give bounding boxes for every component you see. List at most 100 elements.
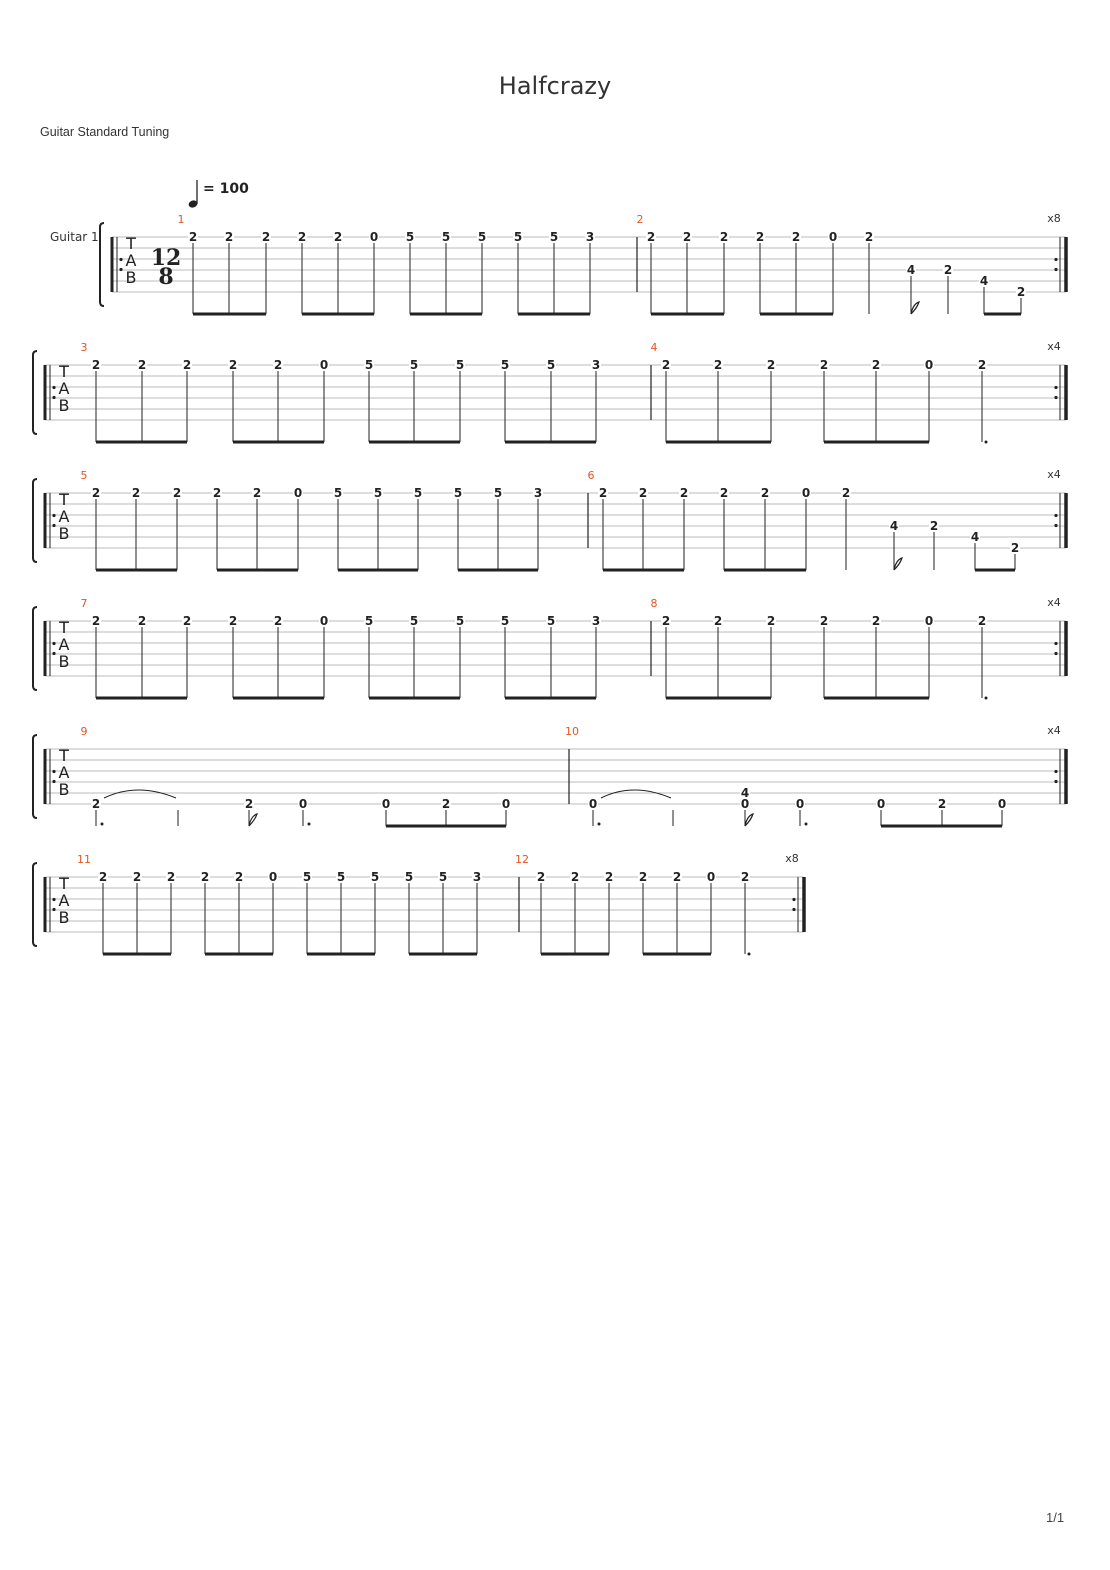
repeat-dot	[52, 907, 56, 912]
repeat-dot	[1054, 523, 1058, 528]
fret-number: 0	[829, 230, 837, 244]
fret-number: 4	[980, 274, 988, 288]
fret-number: 2	[138, 614, 146, 628]
quarter-note-icon	[188, 200, 198, 208]
tab-clef-letter: B	[59, 780, 70, 799]
fret-mask	[871, 614, 881, 626]
fret-mask	[795, 797, 805, 809]
tab-clef-letter: B	[59, 908, 70, 927]
fret-mask	[493, 486, 503, 498]
fret-mask	[943, 263, 953, 275]
tab-clef-letter: A	[59, 763, 70, 782]
system-brace	[32, 862, 38, 947]
fret-mask	[188, 230, 198, 242]
fret-mask	[588, 797, 598, 809]
fret-mask	[682, 230, 692, 242]
fret-number: 5	[405, 870, 413, 884]
repeat-dot	[1054, 257, 1058, 262]
fret-number: 0	[299, 797, 307, 811]
fret-number: 2	[253, 486, 261, 500]
measure-number: 10	[565, 725, 579, 738]
fret-mask	[1016, 285, 1026, 297]
fret-number: 2	[245, 797, 253, 811]
dot-icon	[747, 952, 751, 956]
fret-number: 2	[662, 358, 670, 372]
tuning-label: Guitar Standard Tuning	[40, 125, 170, 139]
fret-number: 5	[410, 358, 418, 372]
fret-number: 2	[334, 230, 342, 244]
fret-number: 0	[320, 358, 328, 372]
fret-mask	[381, 797, 391, 809]
fret-number: 2	[820, 614, 828, 628]
fret-mask	[438, 870, 448, 882]
repeat-count: x8	[1047, 212, 1061, 225]
fret-mask	[1010, 541, 1020, 553]
fret-number: 2	[262, 230, 270, 244]
fret-number: 2	[138, 358, 146, 372]
fret-mask	[500, 358, 510, 370]
fret-number: 0	[925, 358, 933, 372]
fret-number: 2	[274, 614, 282, 628]
fret-number: 0	[707, 870, 715, 884]
tie-arc	[103, 789, 177, 799]
measure-number: 12	[515, 853, 529, 866]
fret-number: 2	[1011, 541, 1019, 555]
repeat-dot	[792, 907, 796, 912]
fret-mask	[409, 614, 419, 626]
fret-number: 2	[183, 358, 191, 372]
fret-mask	[333, 486, 343, 498]
fret-number: 2	[571, 870, 579, 884]
repeat-dot	[52, 641, 56, 646]
fret-number: 2	[92, 797, 100, 811]
fret-mask	[302, 870, 312, 882]
fret-number: 2	[714, 614, 722, 628]
song-title: Halfcrazy	[498, 72, 612, 100]
tab-clef-letter: A	[59, 379, 70, 398]
fret-mask	[404, 870, 414, 882]
fret-mask	[719, 230, 729, 242]
fret-number: 0	[382, 797, 390, 811]
fret-number: 2	[978, 358, 986, 372]
fret-mask	[91, 486, 101, 498]
fret-number: 2	[132, 486, 140, 500]
fret-number: 4	[907, 263, 915, 277]
fret-number: 2	[167, 870, 175, 884]
fret-number: 5	[365, 358, 373, 372]
measure-number: 7	[81, 597, 88, 610]
measure-number: 5	[81, 469, 88, 482]
fret-mask	[137, 614, 147, 626]
fret-mask	[500, 614, 510, 626]
repeat-count: x4	[1047, 596, 1061, 609]
fret-mask	[273, 614, 283, 626]
dot-icon	[804, 822, 808, 826]
fret-number: 5	[410, 614, 418, 628]
fret-number: 2	[680, 486, 688, 500]
fret-number: 2	[92, 486, 100, 500]
tab-clef-letter: T	[58, 618, 69, 637]
dot-icon	[984, 696, 988, 700]
fret-mask	[661, 358, 671, 370]
repeat-dot	[52, 897, 56, 902]
measure-number: 4	[651, 341, 658, 354]
measure-number: 11	[77, 853, 91, 866]
system-brace	[32, 478, 38, 563]
fret-mask	[819, 358, 829, 370]
fret-number: 2	[944, 263, 952, 277]
measure-number: 1	[178, 213, 185, 226]
fret-number: 5	[501, 358, 509, 372]
fret-mask	[166, 870, 176, 882]
flag-icon	[248, 813, 258, 827]
fret-mask	[937, 797, 947, 809]
fret-mask	[413, 486, 423, 498]
fret-mask	[638, 870, 648, 882]
fret-number: 5	[374, 486, 382, 500]
fret-mask	[132, 870, 142, 882]
fret-number: 2	[872, 358, 880, 372]
fret-number: 5	[303, 870, 311, 884]
fret-mask	[261, 230, 271, 242]
flag-icon	[893, 557, 903, 571]
fret-mask	[370, 870, 380, 882]
measure-number: 2	[637, 213, 644, 226]
